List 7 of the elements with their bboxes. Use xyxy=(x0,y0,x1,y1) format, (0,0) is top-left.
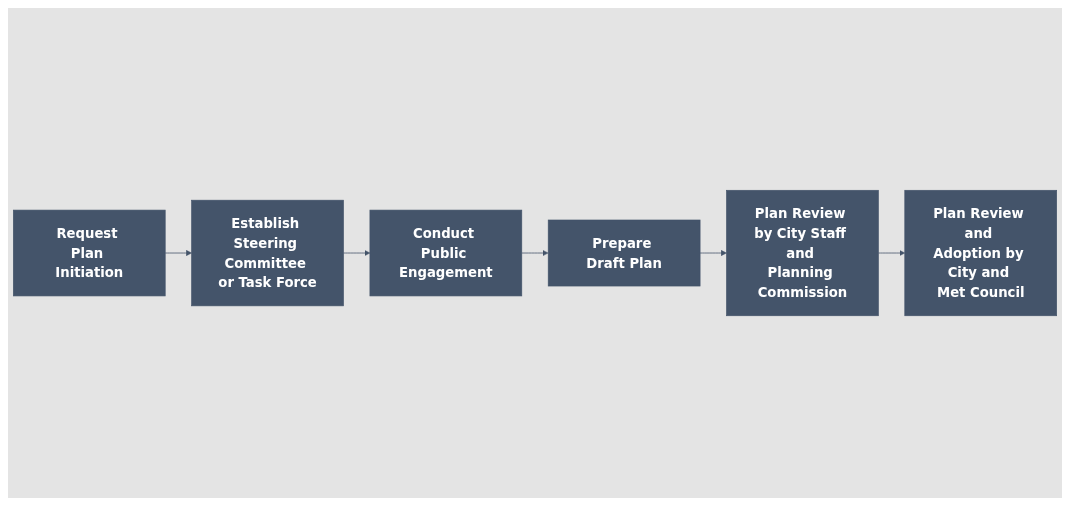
node-box xyxy=(904,189,1057,317)
node-box xyxy=(191,199,344,307)
diagram-background: Request Plan Initiation Establish Steering Committee or Task Force Conduct Public Engagement Prepare Draft Plan Plan Review by City Staff and Planning Commission Plan Review and Adoption by City and Met Council xyxy=(8,8,1062,498)
node-box xyxy=(13,209,166,297)
node-box xyxy=(547,219,701,287)
node-box xyxy=(726,189,879,317)
node-box xyxy=(369,209,523,297)
